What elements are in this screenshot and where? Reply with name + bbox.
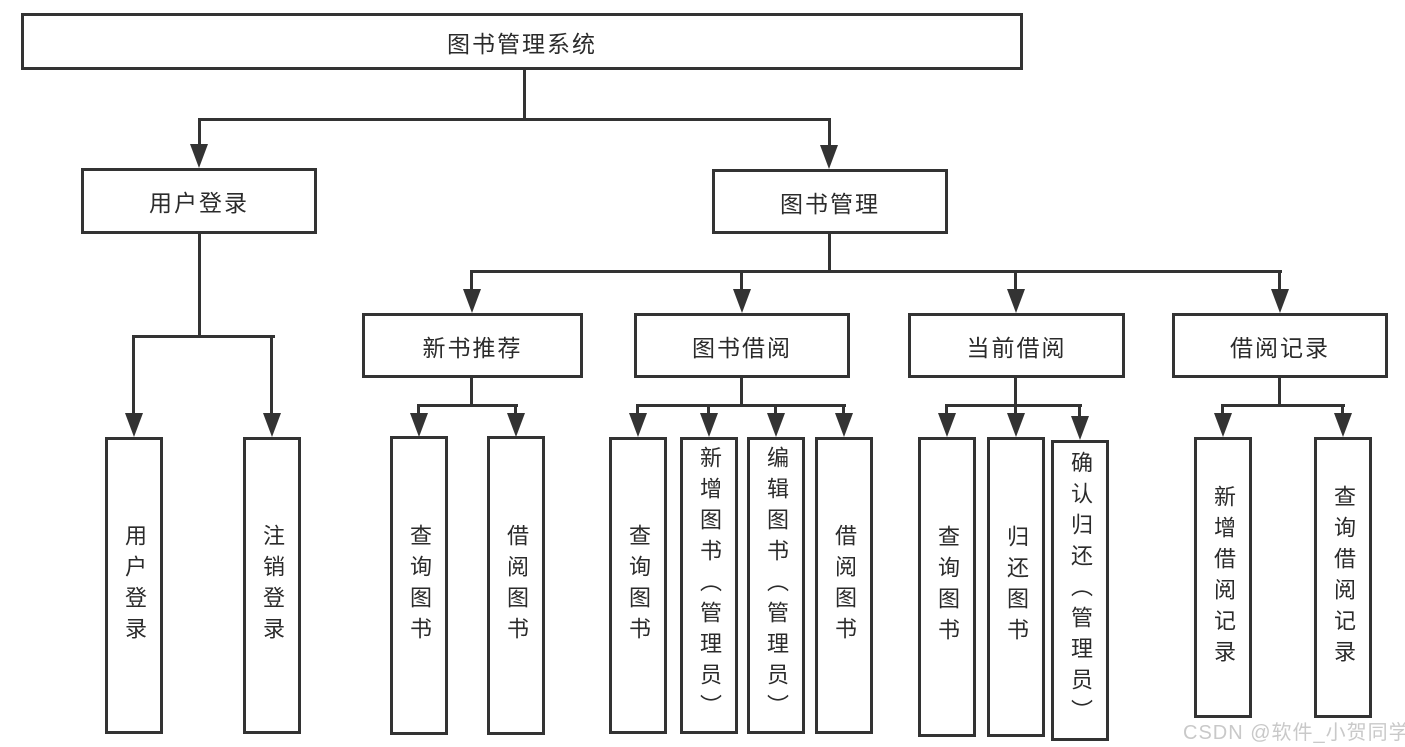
connector-line [523,69,526,118]
connector-arrowhead [820,145,838,169]
connector-arrowhead [938,413,956,437]
connector-arrowhead [190,144,208,168]
connector-line [1014,404,1017,418]
connector-line [707,404,710,418]
node-new-book-recommend: 新书推荐 [362,313,583,378]
leaf-borrow-books-recommend: 借阅图书 [487,436,545,735]
connector-line [1014,270,1017,292]
leaf-query-books-borrow: 查询图书 [609,437,667,734]
connector-line [198,234,201,337]
connector-line [636,404,846,407]
connector-line [1341,404,1344,418]
node-book-management: 图书管理 [712,169,948,234]
connector-arrowhead [263,413,281,437]
connector-line [470,270,473,292]
node-book-borrow: 图书借阅 [634,313,850,378]
node-root: 图书管理系统 [21,13,1023,70]
connector-line [1014,378,1017,407]
connector-arrowhead [463,289,481,313]
connector-arrowhead [767,413,785,437]
leaf-user-login: 用户登录 [105,437,163,734]
connector-line [1078,404,1081,420]
connector-line [828,118,831,147]
watermark: CSDN @软件_小贺同学 [1183,722,1405,744]
leaf-query-books-recommend: 查询图书 [390,436,448,735]
leaf-return-book: 归还图书 [987,437,1045,737]
connector-line [198,118,201,146]
connector-line [1278,378,1281,407]
connector-line [417,404,420,418]
connector-line [945,404,1082,407]
connector-arrowhead [700,413,718,437]
connector-line [1221,404,1224,418]
connector-line [842,404,845,418]
leaf-add-borrow-record: 新增借阅记录 [1194,437,1252,718]
connector-line [514,404,517,418]
connector-arrowhead [410,413,428,437]
connector-line [828,234,831,272]
connector-arrowhead [1214,413,1232,437]
connector-arrowhead [1007,289,1025,313]
connector-arrowhead [507,413,525,437]
connector-line [133,335,275,338]
connector-arrowhead [125,413,143,437]
connector-arrowhead [1007,413,1025,437]
node-user-login: 用户登录 [81,168,317,234]
connector-line [774,404,777,418]
connector-line [740,378,743,407]
node-current-borrow: 当前借阅 [908,313,1125,378]
leaf-query-books-current: 查询图书 [918,437,976,737]
connector-arrowhead [629,413,647,437]
connector-line [945,404,948,418]
connector-line [270,335,273,415]
connector-arrowhead [835,413,853,437]
node-borrow-records: 借阅记录 [1172,313,1388,378]
leaf-add-book-admin: 新增图书（管理员） [680,437,738,734]
connector-arrowhead [1334,413,1352,437]
connector-arrowhead [733,289,751,313]
connector-line [1221,404,1345,407]
leaf-borrow-books: 借阅图书 [815,437,873,734]
leaf-confirm-return-admin: 确认归还（管理员） [1051,440,1109,741]
connector-arrowhead [1271,289,1289,313]
connector-line [636,404,639,418]
leaf-logout: 注销登录 [243,437,301,734]
leaf-query-borrow-record: 查询借阅记录 [1314,437,1372,718]
connector-line [1278,270,1281,292]
connector-line [132,335,135,415]
connector-line [417,404,518,407]
leaf-edit-book-admin: 编辑图书（管理员） [747,437,805,734]
connector-arrowhead [1071,416,1089,440]
connector-line [470,378,473,407]
connector-line [740,270,743,292]
connector-line [198,118,831,121]
connector-line [471,270,1282,273]
